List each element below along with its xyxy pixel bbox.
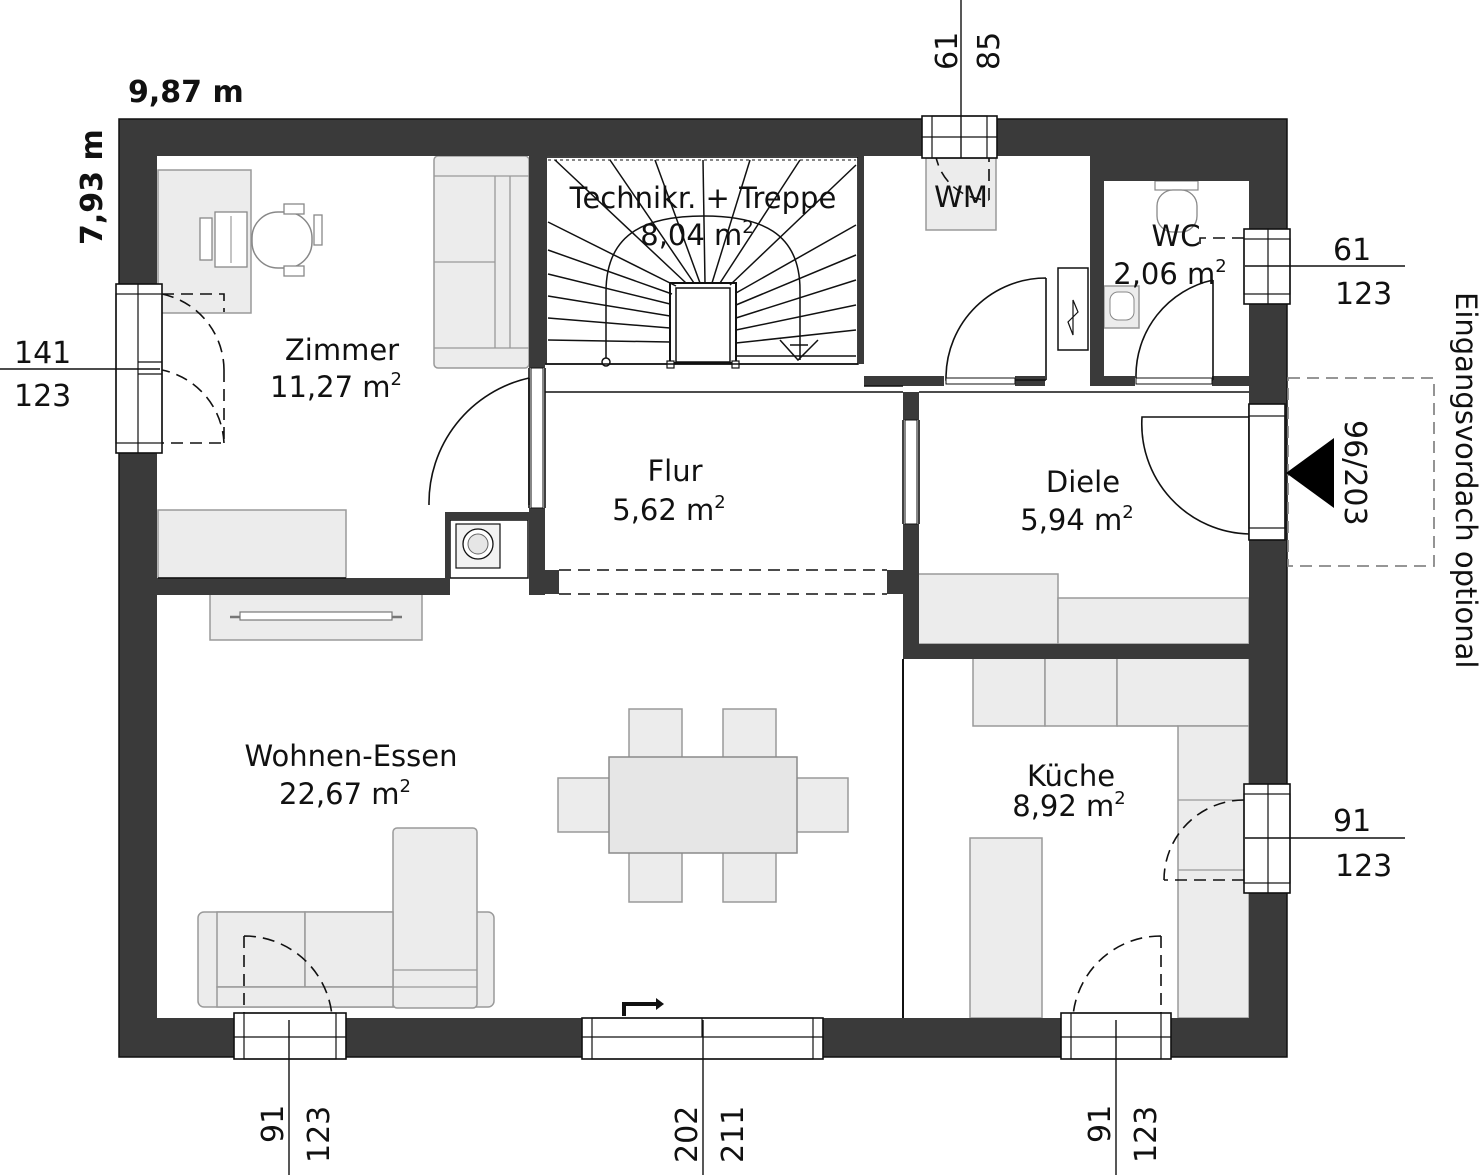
living-sofa xyxy=(197,827,495,1009)
bottom-right-window-height: 123 xyxy=(1129,1106,1164,1163)
bottom-right-window-width: 91 xyxy=(1083,1105,1118,1143)
top-window-width: 61 xyxy=(930,32,965,70)
overall-depth-label: 7,93 m xyxy=(75,129,110,245)
diele-cabinets xyxy=(917,573,1250,645)
kueche-area: 8,92 m2 xyxy=(1012,788,1126,823)
tv-board xyxy=(209,593,423,641)
stairs xyxy=(545,156,859,369)
office-chair xyxy=(251,203,323,277)
zimmer-window-width: 141 xyxy=(14,336,71,371)
kitchen-units xyxy=(969,657,1250,1019)
canopy-note: Eingangsvordach optional xyxy=(1449,292,1479,668)
bottom-left-window-width: 91 xyxy=(256,1105,291,1143)
washing-machine xyxy=(925,157,997,231)
wc-window-width: 61 xyxy=(1333,233,1371,268)
boiler-unit xyxy=(449,519,529,579)
diele-area: 5,94 m2 xyxy=(1020,502,1134,537)
entrance-door-dim: 96/203 xyxy=(1337,420,1372,526)
kitchen-window-width: 91 xyxy=(1333,804,1371,839)
overall-width-label: 9,87 m xyxy=(128,75,244,110)
bottom-left-window-height: 123 xyxy=(302,1106,337,1163)
desk-furniture xyxy=(157,169,252,314)
zimmer-window-height: 123 xyxy=(14,379,71,414)
flur-area: 5,62 m2 xyxy=(612,492,726,527)
zimmer-cabinet xyxy=(157,509,347,579)
bottom-middle-window-height: 211 xyxy=(716,1106,751,1163)
diele-name: Diele xyxy=(1046,465,1120,499)
wc-fixtures xyxy=(1103,180,1199,329)
entrance-arrow xyxy=(1286,438,1334,508)
zimmer-sofa xyxy=(433,155,530,369)
wm-label: WM xyxy=(934,180,988,214)
zimmer-name: Zimmer xyxy=(285,333,399,367)
wohnen-name: Wohnen-Essen xyxy=(245,739,458,773)
kueche-name: Küche xyxy=(1027,759,1115,793)
top-window-height: 85 xyxy=(972,32,1007,70)
technik-area: 8,04 m2 xyxy=(640,217,754,252)
kitchen-window-height: 123 xyxy=(1335,849,1392,884)
window-swings xyxy=(161,135,1245,1017)
wc-window-height: 123 xyxy=(1335,277,1392,312)
bottom-middle-window-width: 202 xyxy=(670,1106,705,1163)
terrace-arrow-icon xyxy=(622,1002,658,1016)
dining-set xyxy=(557,708,849,903)
dimension-lines xyxy=(0,0,1405,1175)
wohnen-area: 22,67 m2 xyxy=(279,776,411,811)
technik-name: Technikr. + Treppe xyxy=(569,181,837,215)
zimmer-area: 11,27 m2 xyxy=(270,369,402,404)
wc-area: 2,06 m2 xyxy=(1113,256,1227,291)
wc-name: WC xyxy=(1152,219,1201,253)
meter-box xyxy=(1057,267,1089,351)
flur-name: Flur xyxy=(647,454,702,488)
